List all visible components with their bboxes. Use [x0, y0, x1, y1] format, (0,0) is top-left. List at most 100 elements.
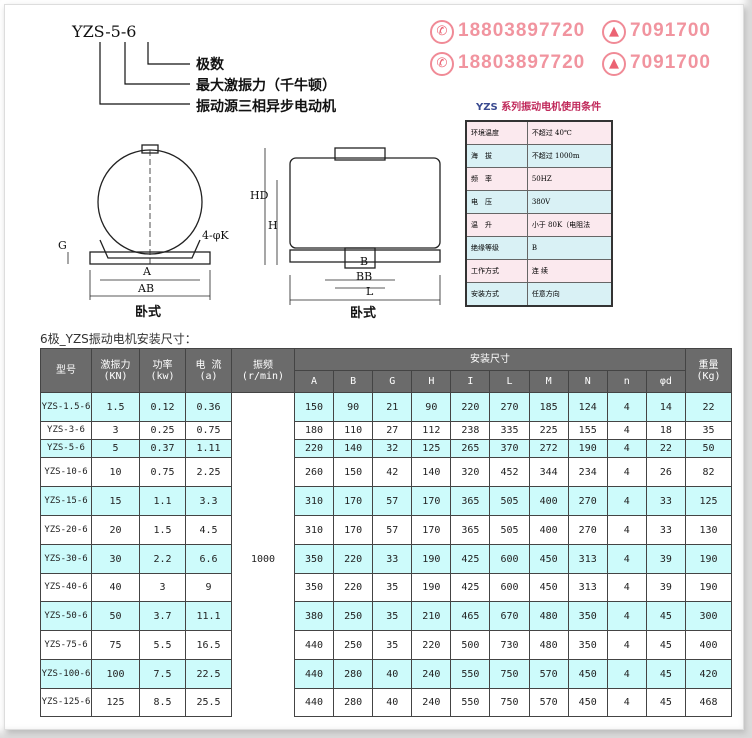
header-dim-7: N [567, 370, 608, 393]
value-cell: 25.5 [185, 688, 232, 717]
value-cell: 272 [528, 439, 569, 458]
value-cell: 344 [528, 457, 569, 487]
value-cell: 220 [333, 573, 374, 602]
value-cell: 440 [293, 659, 335, 689]
frequency-cell [231, 601, 295, 631]
value-cell: 140 [411, 457, 452, 487]
header-dim-8: n [606, 370, 647, 393]
value-cell: 40 [91, 573, 140, 602]
value-cell: 0.75 [139, 457, 186, 487]
value-cell: 313 [567, 573, 608, 602]
value-cell: 125 [685, 486, 732, 516]
value-cell: 15 [91, 486, 140, 516]
model-cell: YZS-1.5-6 [40, 392, 92, 422]
dim-a: A [143, 265, 151, 278]
condition-value: 380V [526, 190, 613, 214]
value-cell: 240 [411, 659, 452, 689]
dim-hd: HD [250, 189, 269, 202]
conditions-title: YZS 系列振动电机使用条件 [476, 98, 601, 113]
value-cell: 4 [606, 486, 647, 516]
value-cell: 190 [411, 544, 452, 574]
dim-l: L [366, 285, 374, 298]
value-cell: 130 [685, 515, 732, 545]
value-cell: 225 [528, 421, 569, 440]
value-cell: 365 [450, 486, 491, 516]
value-cell: 465 [450, 601, 491, 631]
value-cell: 33 [645, 486, 687, 516]
model-cell: YZS-10-6 [40, 457, 92, 487]
frequency-cell [231, 630, 295, 660]
condition-key: 频 率 [465, 167, 528, 191]
condition-row: 工作方式连 续 [465, 259, 613, 283]
value-cell: 3.7 [139, 601, 186, 631]
value-cell: 4 [606, 630, 647, 660]
condition-value: B [526, 236, 613, 260]
value-cell: 425 [450, 544, 491, 574]
value-cell: 4 [606, 421, 647, 440]
value-cell: 50 [91, 601, 140, 631]
value-cell: 320 [450, 457, 491, 487]
value-cell: 250 [333, 630, 374, 660]
value-cell: 150 [293, 392, 335, 422]
value-cell: 2.2 [139, 544, 186, 574]
model-cell: YZS-125-6 [40, 688, 92, 717]
value-cell: 670 [489, 601, 530, 631]
value-cell: 240 [411, 688, 452, 717]
model-cell: YZS-20-6 [40, 515, 92, 545]
value-cell: 16.5 [185, 630, 232, 660]
value-cell: 750 [489, 688, 530, 717]
model-cell: YZS-75-6 [40, 630, 92, 660]
value-cell: 6.6 [185, 544, 232, 574]
value-cell: 313 [567, 544, 608, 574]
value-cell: 4 [606, 688, 647, 717]
model-cell: YZS-5-6 [40, 439, 92, 458]
dim-4-phi-k: 4-φK [202, 229, 229, 242]
value-cell: 50 [685, 439, 732, 458]
watermark-phone-2: 18803897720 [458, 52, 586, 73]
value-cell: 270 [567, 515, 608, 545]
header-weight: 重量 (Kg) [685, 348, 732, 393]
value-cell: 260 [293, 457, 335, 487]
value-cell: 3 [139, 573, 186, 602]
value-cell: 350 [567, 630, 608, 660]
value-cell: 4 [606, 392, 647, 422]
value-cell: 9 [185, 573, 232, 602]
value-cell: 45 [645, 688, 687, 717]
condition-row: 温 升小于 80K（电阻法 [465, 213, 613, 237]
value-cell: 4 [606, 659, 647, 689]
watermark-phone: 18803897720 [458, 20, 586, 41]
header-dim-9: φd [645, 370, 687, 393]
value-cell: 33 [645, 515, 687, 545]
value-cell: 150 [333, 457, 374, 487]
header-force: 激振力 (KN) [91, 348, 140, 393]
value-cell: 505 [489, 486, 530, 516]
value-cell: 505 [489, 515, 530, 545]
frequency-cell: 1000 [231, 544, 295, 574]
frequency-cell [231, 486, 295, 516]
header-dim-3: H [411, 370, 452, 393]
condition-value: 任意方向 [526, 282, 613, 307]
value-cell: 0.75 [185, 421, 232, 440]
value-cell: 170 [411, 486, 452, 516]
condition-row: 环境温度不超过 40℃ [465, 120, 613, 145]
value-cell: 45 [645, 659, 687, 689]
value-cell: 42 [372, 457, 413, 487]
value-cell: 365 [450, 515, 491, 545]
value-cell: 280 [333, 659, 374, 689]
value-cell: 480 [528, 601, 569, 631]
value-cell: 250 [333, 601, 374, 631]
value-cell: 400 [528, 515, 569, 545]
value-cell: 39 [645, 544, 687, 574]
condition-key: 电 压 [465, 190, 528, 214]
value-cell: 220 [333, 544, 374, 574]
frequency-cell [231, 457, 295, 487]
value-cell: 30 [91, 544, 140, 574]
value-cell: 100 [91, 659, 140, 689]
condition-value: 50HZ [526, 167, 613, 191]
value-cell: 90 [333, 392, 374, 422]
value-cell: 125 [411, 439, 452, 458]
